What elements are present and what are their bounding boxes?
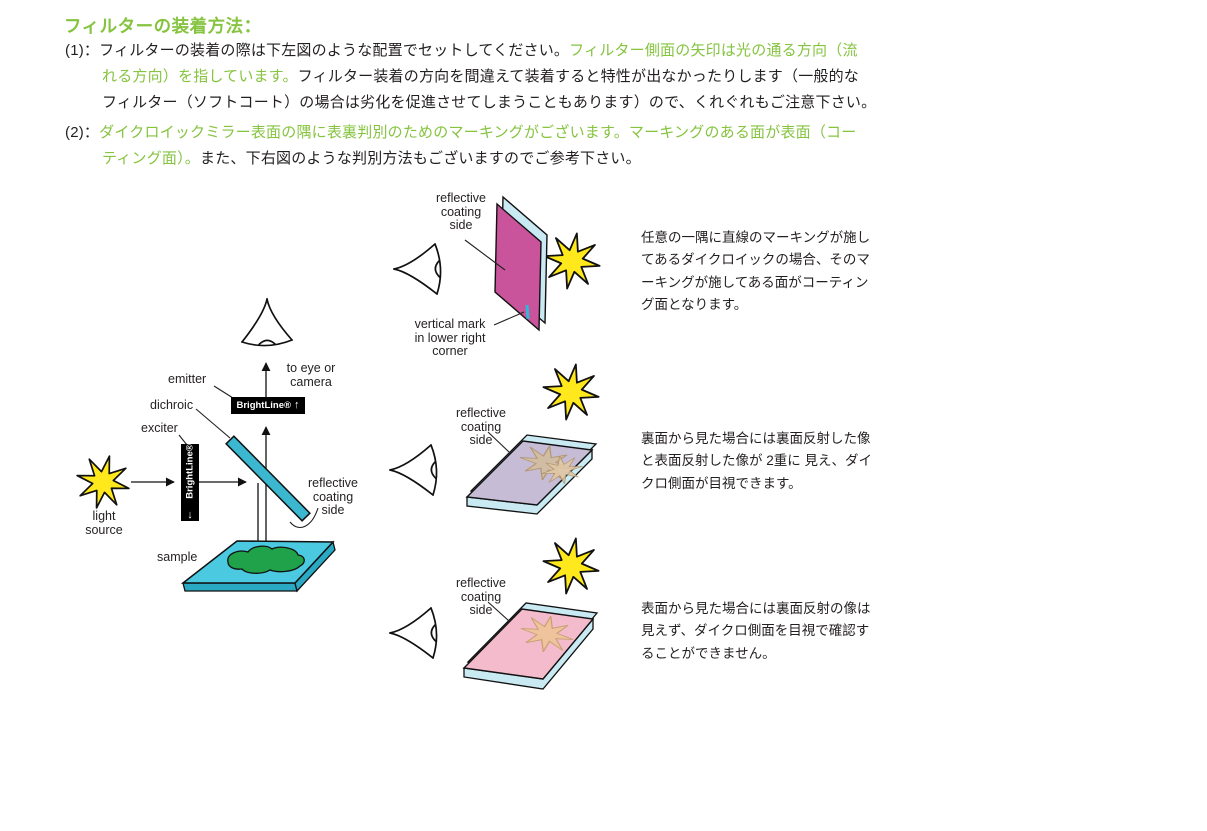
- paragraph-2-seg-3: また、下右図のような判別方法もございますのでご参考下さい。: [200, 149, 641, 167]
- reflective-pointer-panel1: [464, 239, 506, 271]
- reflective-coating-side-label-panel1: reflective coating side: [435, 191, 487, 232]
- dichroic-label: dichroic: [150, 398, 194, 412]
- exciter-label: exciter: [141, 421, 178, 435]
- paragraph-2: (2)：ダイクロイックミラー表面の隅に表裏判別のためのマーキングがございます。マ…: [65, 120, 947, 172]
- vertical-mark-label-panel1: vertical mark in lower right corner: [414, 317, 486, 358]
- slab-top-face-panel3: [462, 608, 595, 680]
- mark-pointer-panel1: [493, 311, 525, 326]
- brightline-logo-emitter: BrightLine®: [236, 400, 292, 411]
- vertical-mark: [525, 304, 530, 320]
- sample-label: sample: [157, 550, 198, 564]
- reflection-star-panel3: [516, 610, 578, 658]
- reflection-star-2-panel2: [538, 452, 586, 488]
- slab-top-face-panel2: [465, 440, 594, 506]
- light-source-label: light source: [85, 509, 123, 537]
- eye-icon-top: [241, 298, 293, 347]
- caption-panel1: 任意の一隅に直線のマーキングが施し てあるダイクロイックの場合、そのマ ーキング…: [641, 230, 871, 313]
- reflective-coating-side-label-panel2: reflective coating side: [455, 406, 507, 447]
- light-star-panel1: [538, 227, 606, 295]
- panel1-vertical-mirror-figure: [393, 195, 606, 332]
- light-star-panel3: [537, 532, 605, 600]
- caption-panel3: 表面から見た場合には裏面反射の像は 見えず、ダイクロ側面を目視で確認す ることが…: [641, 601, 871, 661]
- paragraph-2-seg-2: ダイクロイックミラー表面の隅に表裏判別のためのマーキングがございます。マーキング…: [99, 124, 857, 167]
- emitter-label: emitter: [168, 372, 207, 386]
- paragraph-2-seg-1: (2)：: [65, 124, 100, 141]
- down-arrow-icon: ↓: [187, 509, 193, 521]
- eye-icon-panel1: [393, 243, 442, 295]
- eye-icon-panel3: [389, 607, 438, 659]
- brightline-logo-exciter: BrightLine®: [184, 444, 196, 499]
- paragraph-1-seg-2: フィルター側面の矢印は光の通る方向（流 れる方向）を指しています。: [102, 42, 858, 85]
- to-eye-or-camera-label: to eye or camera: [286, 361, 336, 389]
- up-arrow-icon: ↑: [294, 399, 300, 411]
- reflective-coating-side-label-panel3: reflective coating side: [455, 576, 507, 617]
- slab-front-rim-panel3: [463, 617, 594, 690]
- light-star-panel2: [537, 358, 605, 426]
- reflective-coating-side-label-left: reflective coating side: [307, 476, 359, 517]
- microscope-setup-figure: [69, 298, 336, 593]
- eye-icon-panel2: [389, 444, 438, 496]
- page-title: フィルターの装着方法：: [64, 16, 262, 36]
- reflection-star-1-panel2: [515, 439, 577, 487]
- mirror-glass-edge: [500, 195, 548, 325]
- caption-panel2: 裏面から見た場合には裏面反射した像 と表面反射した像が 2重に 見え、ダイ クロ…: [641, 431, 873, 491]
- paragraph-1-seg-1: (1)：フィルターの装着の際は下左図のような配置でセットしてください。: [65, 42, 570, 59]
- sample-slide-shape: [180, 540, 336, 593]
- emitter-filter-bar: BrightLine® ↑: [231, 397, 305, 414]
- dichroic-pointer-line: [195, 408, 231, 439]
- paragraph-1-seg-3: フィルター装着の方向を間違えて装着すると特性が出なかったりします（一般的な フィ…: [102, 67, 877, 111]
- dichroic-mirror-shape: [225, 435, 311, 522]
- exciter-filter-bar: BrightLine® ↓: [181, 444, 199, 521]
- sample-specimen-blob: [227, 545, 305, 574]
- light-source-star-icon: [69, 448, 137, 516]
- mirror-coated-face: [494, 202, 542, 332]
- paragraph-1: (1)：フィルターの装着の際は下左図のような配置でセットしてください。フィルター…: [65, 38, 947, 115]
- slab-front-rim-panel2: [466, 448, 593, 515]
